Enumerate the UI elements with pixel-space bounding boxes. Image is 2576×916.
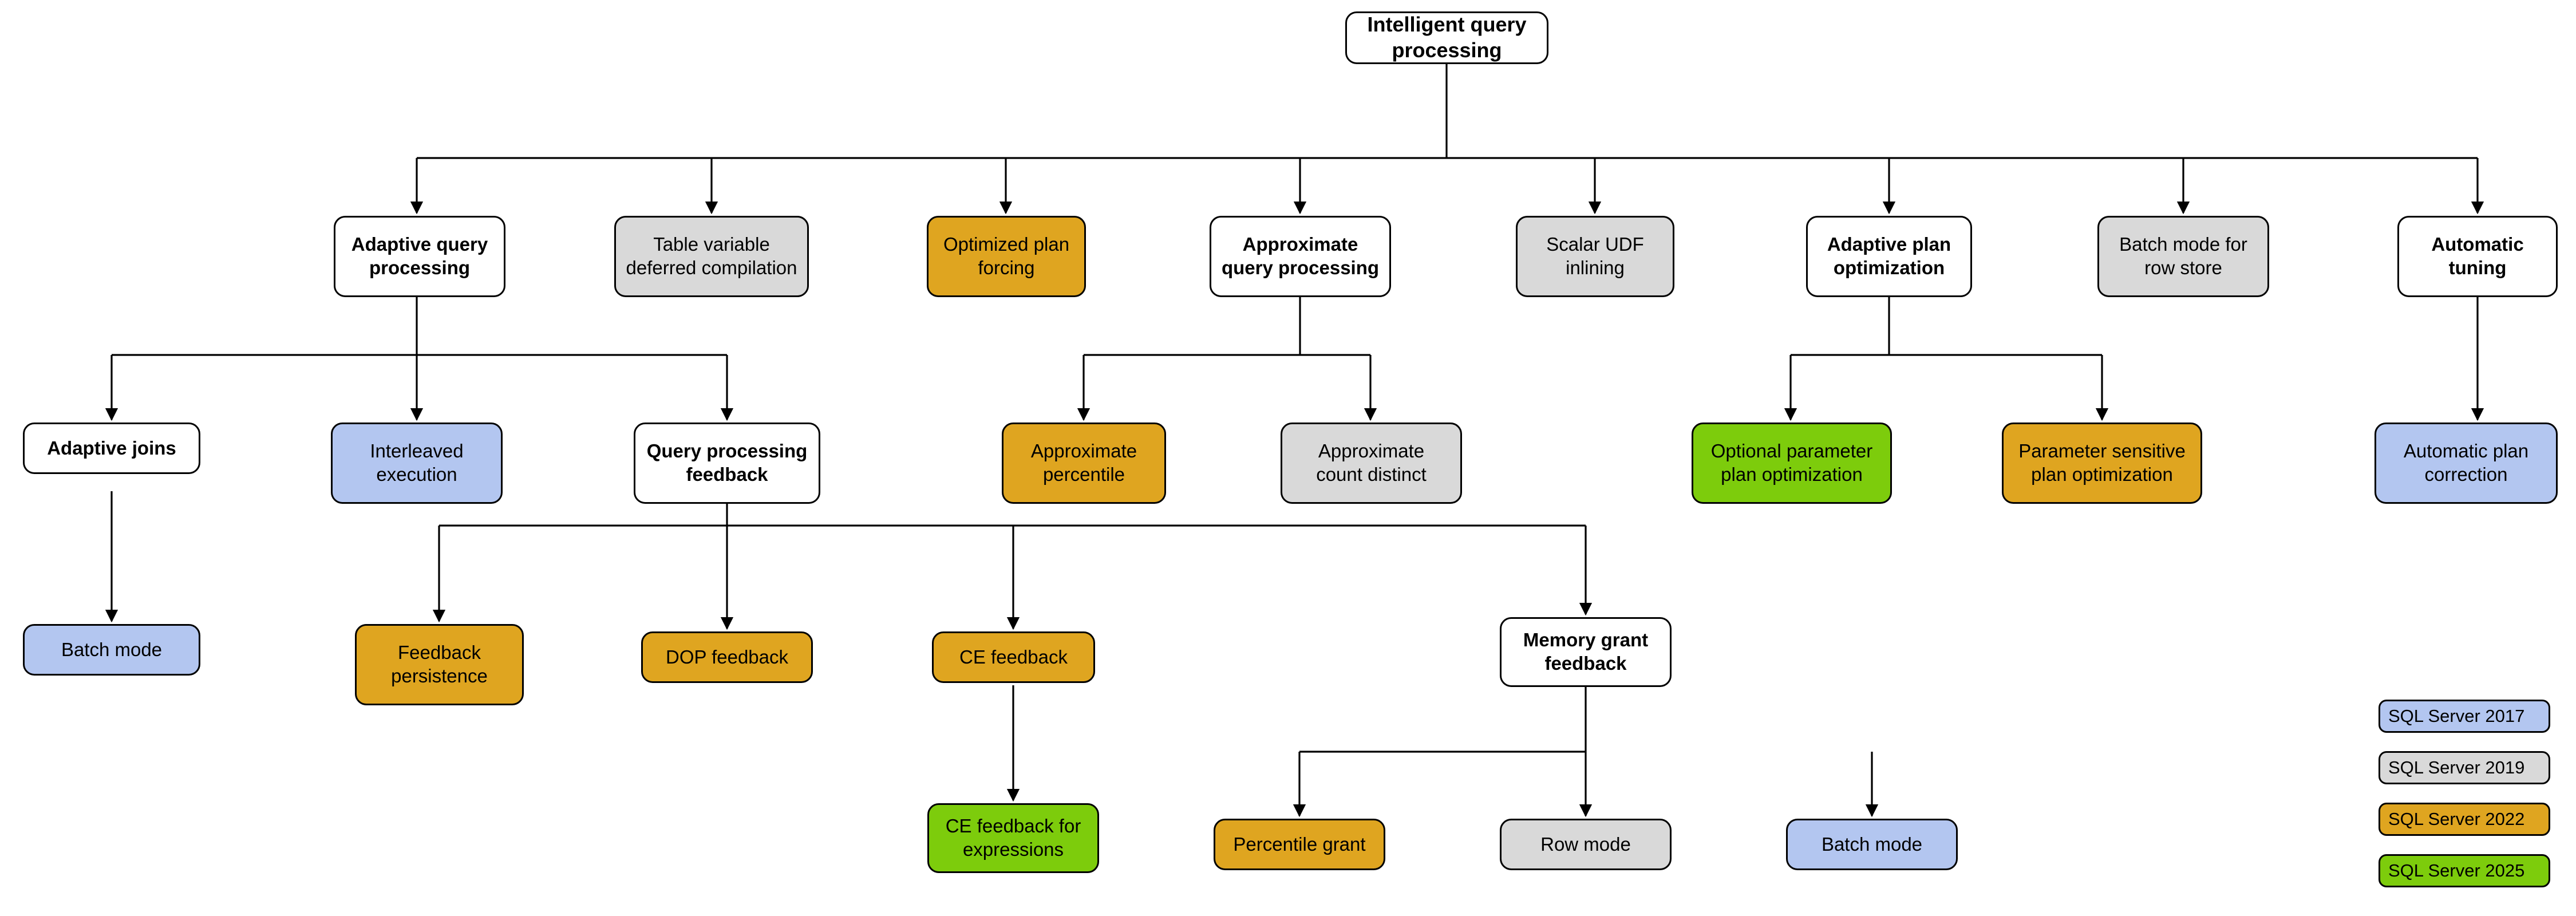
node-approximate-query-processing[interactable]: Approximate query processing xyxy=(1210,216,1391,297)
node-dop-feedback[interactable]: DOP feedback xyxy=(641,631,813,683)
node-memory-grant-feedback[interactable]: Memory grant feedback xyxy=(1500,617,1672,687)
node-label: CE feedback xyxy=(959,646,1068,668)
node-parameter-sensitive-plan-optimization[interactable]: Parameter sensitive plan optimization xyxy=(2002,423,2202,504)
node-label: Batch mode for row store xyxy=(2119,234,2247,278)
node-automatic-plan-correction[interactable]: Automatic plan correction xyxy=(2374,423,2558,504)
node-label: Automatic tuning xyxy=(2431,234,2524,278)
node-row-mode[interactable]: Row mode xyxy=(1500,819,1672,870)
node-label: Optional parameter plan optimization xyxy=(1710,440,1873,485)
node-label: DOP feedback xyxy=(665,646,789,668)
legend-item-sql-server-2019[interactable]: SQL Server 2019 xyxy=(2379,751,2550,784)
node-label: Row mode xyxy=(1540,833,1631,855)
node-label: Adaptive joins xyxy=(47,437,176,459)
node-batch-mode-adaptive-joins[interactable]: Batch mode xyxy=(23,624,200,676)
node-label: Batch mode xyxy=(61,638,163,660)
node-batch-mode-for-row-store[interactable]: Batch mode for row store xyxy=(2097,216,2269,297)
legend-label: SQL Server 2019 xyxy=(2388,757,2525,777)
node-label: Interleaved execution xyxy=(370,440,464,485)
node-automatic-tuning[interactable]: Automatic tuning xyxy=(2397,216,2558,297)
node-ce-feedback[interactable]: CE feedback xyxy=(932,631,1095,683)
node-label: Query processing feedback xyxy=(646,440,808,485)
node-approximate-count-distinct[interactable]: Approximate count distinct xyxy=(1281,423,1462,504)
node-label: Parameter sensitive plan optimization xyxy=(2018,440,2186,485)
node-optional-parameter-plan-optimization[interactable]: Optional parameter plan optimization xyxy=(1692,423,1892,504)
node-adaptive-query-processing[interactable]: Adaptive query processing xyxy=(334,216,505,297)
node-label: Intelligent query processing xyxy=(1367,13,1527,62)
node-label: Adaptive plan optimization xyxy=(1827,234,1951,278)
node-table-variable-deferred-compilation[interactable]: Table variable deferred compilation xyxy=(614,216,809,297)
node-scalar-udf-inlining[interactable]: Scalar UDF inlining xyxy=(1516,216,1674,297)
legend-item-sql-server-2025[interactable]: SQL Server 2025 xyxy=(2379,854,2550,887)
node-label: Batch mode xyxy=(1821,833,1923,855)
node-label: Table variable deferred compilation xyxy=(626,234,797,278)
legend-item-sql-server-2017[interactable]: SQL Server 2017 xyxy=(2379,700,2550,733)
node-label: Approximate query processing xyxy=(1221,234,1380,278)
node-intelligent-query-processing[interactable]: Intelligent query processing xyxy=(1345,11,1548,64)
node-percentile-grant[interactable]: Percentile grant xyxy=(1214,819,1385,870)
node-label: Memory grant feedback xyxy=(1523,629,1649,674)
node-label: Percentile grant xyxy=(1233,833,1366,855)
node-label: CE feedback for expressions xyxy=(945,815,1081,860)
node-label: Feedback persistence xyxy=(391,642,488,686)
legend-label: SQL Server 2017 xyxy=(2388,706,2525,726)
node-optimized-plan-forcing[interactable]: Optimized plan forcing xyxy=(927,216,1086,297)
legend-item-sql-server-2022[interactable]: SQL Server 2022 xyxy=(2379,803,2550,836)
node-query-processing-feedback[interactable]: Query processing feedback xyxy=(634,423,820,504)
node-label: Adaptive query processing xyxy=(351,234,488,278)
node-adaptive-joins[interactable]: Adaptive joins xyxy=(23,423,200,474)
legend-label: SQL Server 2025 xyxy=(2388,860,2525,881)
node-label: Optimized plan forcing xyxy=(943,234,1070,278)
node-label: Approximate percentile xyxy=(1030,440,1137,485)
node-batch-mode-memory-grant[interactable]: Batch mode xyxy=(1786,819,1958,870)
node-label: Approximate count distinct xyxy=(1316,440,1427,485)
node-interleaved-execution[interactable]: Interleaved execution xyxy=(331,423,503,504)
node-adaptive-plan-optimization[interactable]: Adaptive plan optimization xyxy=(1806,216,1972,297)
node-label: Automatic plan correction xyxy=(2403,440,2529,485)
node-feedback-persistence[interactable]: Feedback persistence xyxy=(355,624,524,705)
legend-label: SQL Server 2022 xyxy=(2388,809,2525,829)
node-label: Scalar UDF inlining xyxy=(1546,234,1644,278)
node-ce-feedback-for-expressions[interactable]: CE feedback for expressions xyxy=(927,803,1099,873)
node-approximate-percentile[interactable]: Approximate percentile xyxy=(1002,423,1166,504)
